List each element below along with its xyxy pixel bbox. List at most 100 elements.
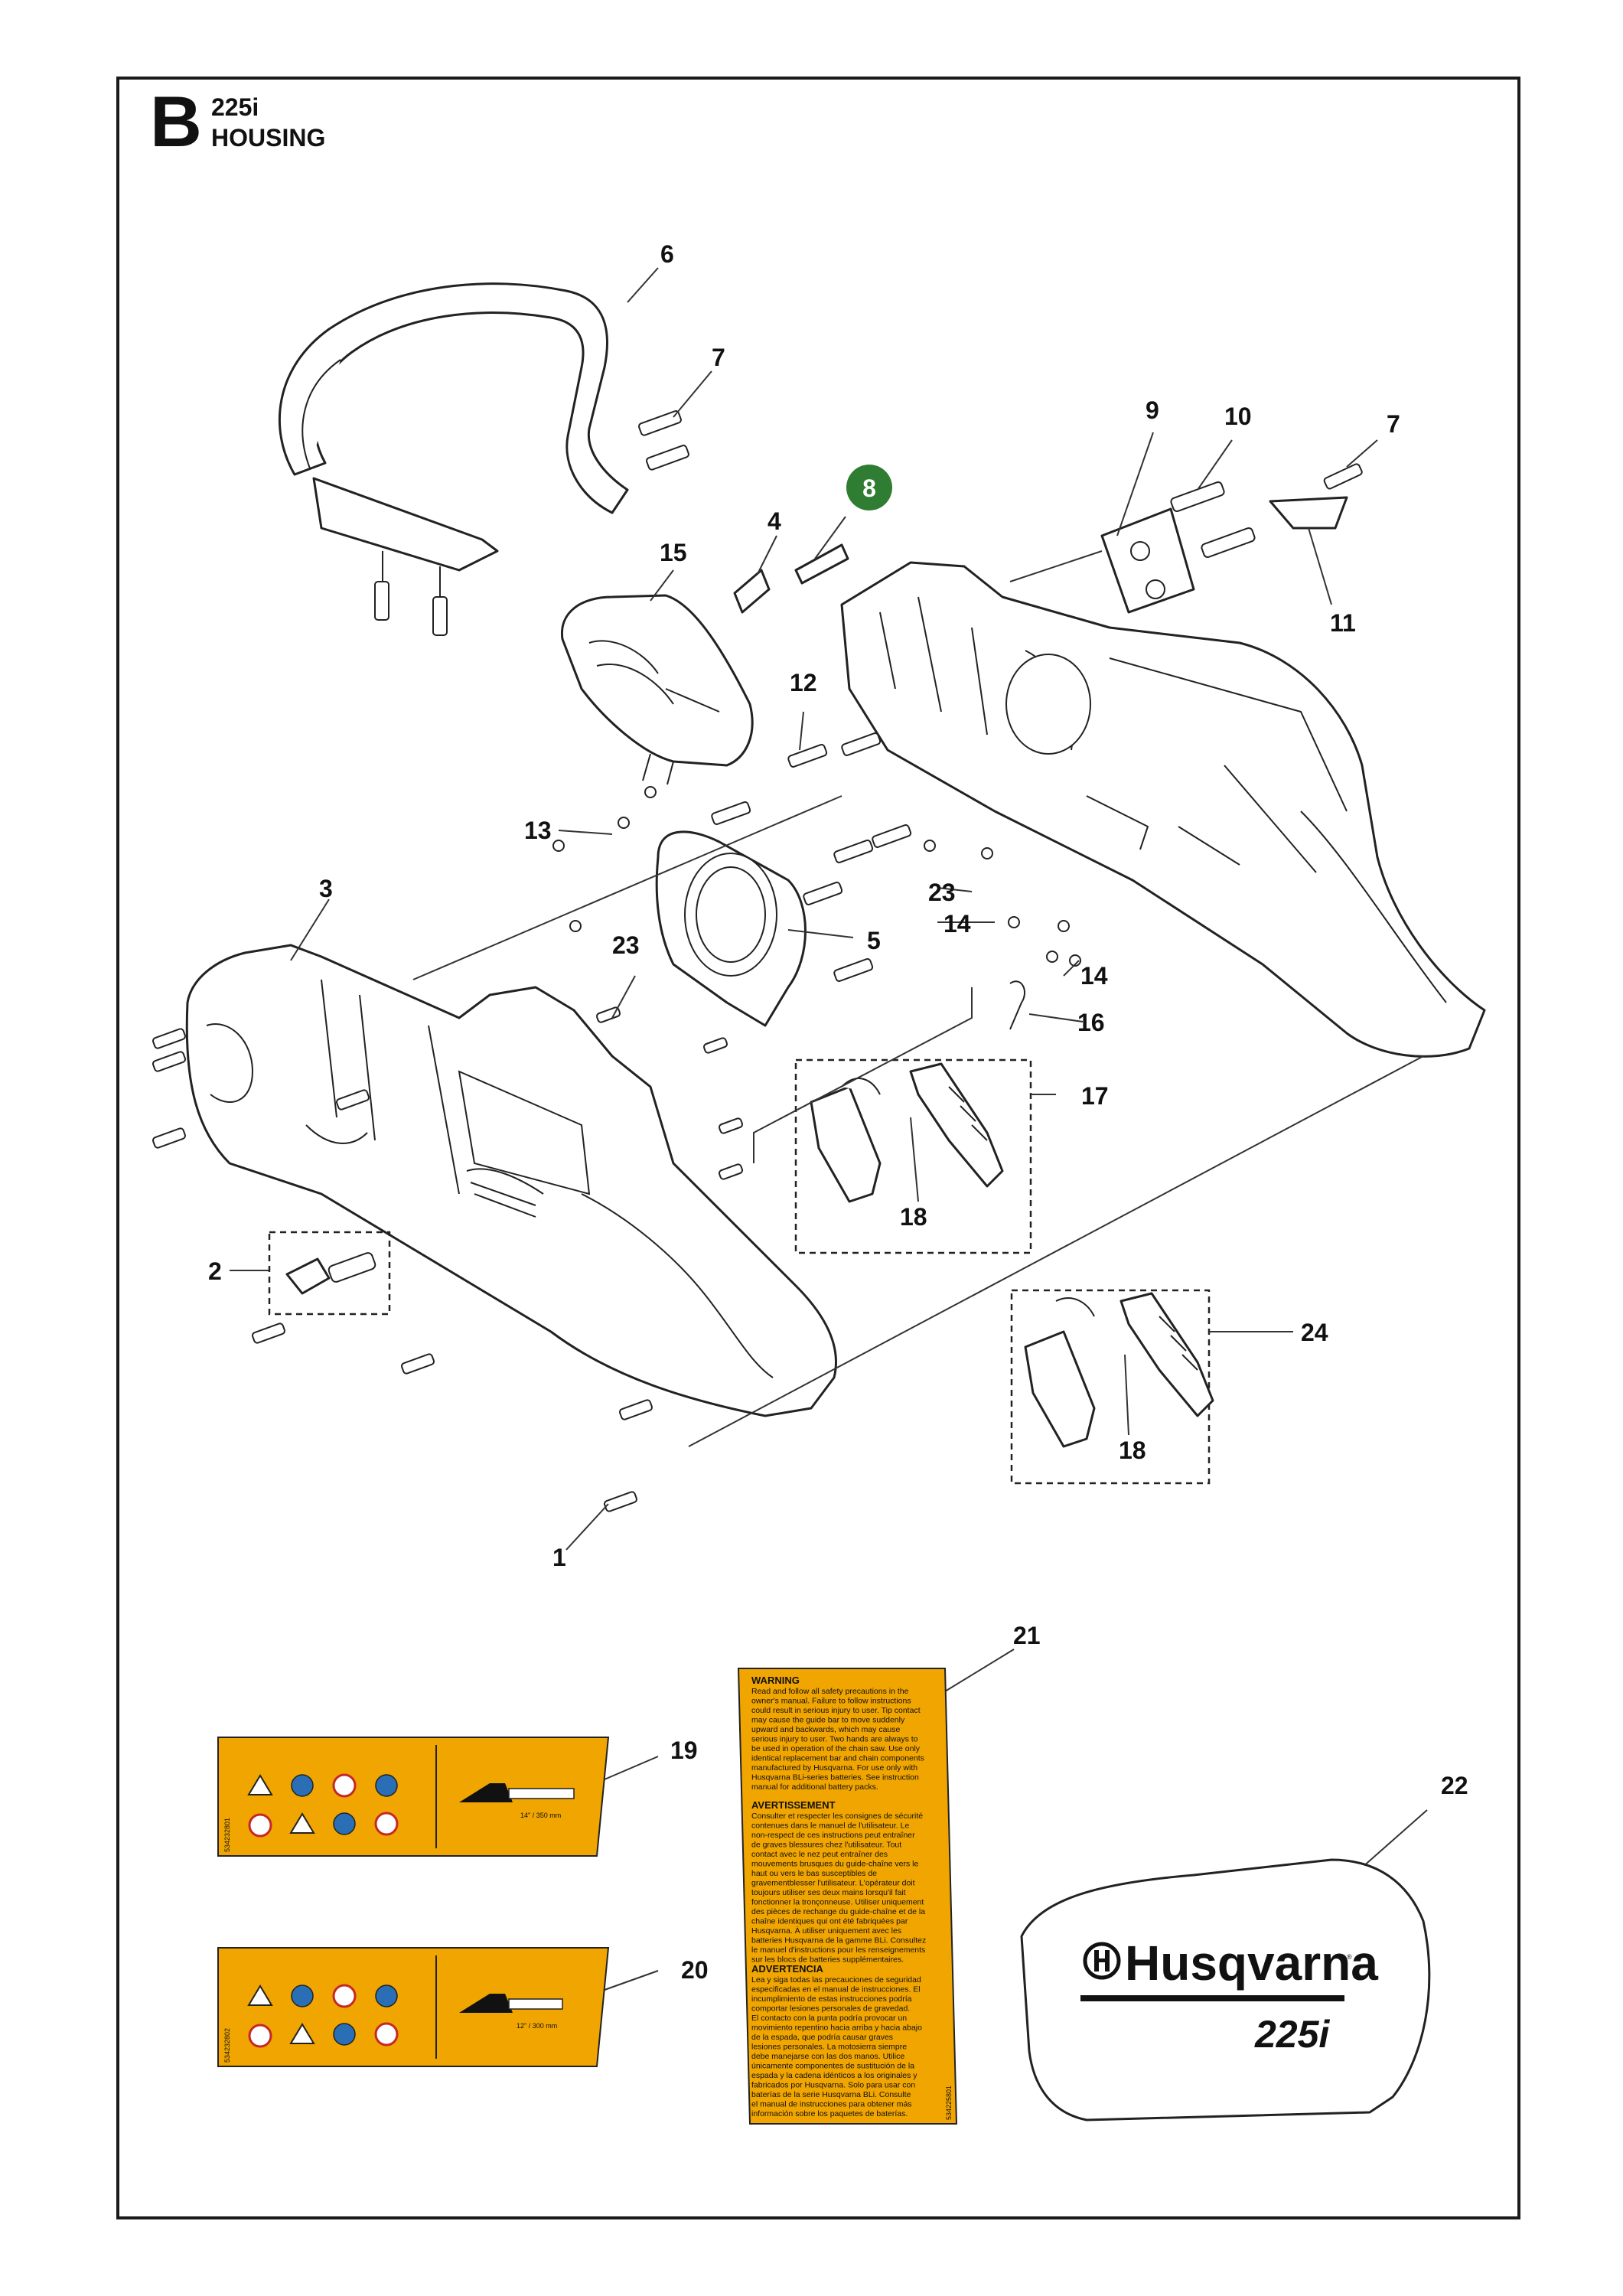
warning-text-en: Read and follow all safety precautions i…	[751, 1687, 924, 1792]
decal-22-brand-name: Husqvarna	[1125, 1936, 1378, 1991]
warning-line: movimiento repentino hacia arriba y haci…	[751, 2024, 922, 2033]
leader-lines	[230, 267, 1428, 1991]
part-8	[794, 543, 849, 585]
warning-line: chaîne identiques qui ont été fabriquées…	[751, 1917, 908, 1926]
decal-20: 12" / 300 mm 534232802	[217, 1947, 610, 2067]
warning-title-fr: AVERTISSEMENT	[751, 1799, 836, 1811]
warning-line: Husqvarna. À utiliser uniquement avec le…	[751, 1926, 901, 1936]
callout-7-right: 7	[1387, 410, 1400, 438]
decal-22-brand: Husqvarna ® 225i	[1020, 1858, 1431, 2122]
callout-14-left: 14	[943, 910, 971, 938]
callout-2: 2	[208, 1257, 222, 1285]
callout-21: 21	[1013, 1622, 1041, 1649]
highlight-marker	[846, 465, 892, 510]
callout-1: 1	[552, 1544, 566, 1571]
warning-line: contact avec le nez peut entraîner des	[751, 1850, 888, 1859]
front-handle	[278, 282, 629, 597]
callout-numbers: 6 7 9 10 7 11 4 15 12 13 3 23 5 23 14 14…	[208, 240, 1468, 1984]
warning-text-fr: Consulter et respecter les consignes de …	[751, 1812, 926, 1965]
warning-line: Husqvarna BLi-series batteries. See inst…	[751, 1773, 919, 1782]
callout-4: 4	[768, 507, 781, 535]
warning-title-es: ADVERTENCIA	[751, 1963, 824, 1975]
warning-line: toujours utiliser ses deux mains lorsqu'…	[751, 1888, 906, 1897]
warning-line: incumplimiento de estas instrucciones po…	[751, 1994, 912, 2004]
warning-line: baterías de la serie Husqvarna BLi. Cons…	[751, 2090, 911, 2099]
warning-line: únicamente componentes de sustitución de…	[751, 2062, 914, 2071]
callout-12: 12	[790, 669, 817, 696]
part-9-plate	[1100, 507, 1195, 614]
callout-22: 22	[1441, 1772, 1468, 1799]
callout-18-bottom: 18	[1119, 1437, 1146, 1464]
callout-15: 15	[660, 539, 687, 566]
callout-16: 16	[1077, 1009, 1105, 1036]
section-name: HOUSING	[211, 124, 326, 152]
front-housing	[185, 944, 838, 1417]
callout-5: 5	[867, 927, 881, 954]
warning-line: Consulter et respecter les consignes de …	[751, 1812, 923, 1821]
warning-line: le manuel d'instructions pour les rensei…	[751, 1945, 925, 1955]
decal-22-model: 225i	[1254, 2013, 1330, 2056]
motor-ring	[655, 830, 807, 1027]
decal-20-bar-label: 12" / 300 mm	[517, 2022, 557, 2030]
decal-22-trademark: ®	[1347, 1953, 1352, 1961]
callout-14-right: 14	[1080, 962, 1108, 990]
section-letter: B	[150, 81, 202, 161]
callout-13: 13	[524, 817, 552, 844]
warning-line: mouvements brusques du guide-chaîne vers…	[751, 1860, 918, 1869]
part-24-group	[1010, 1289, 1214, 1485]
warning-title-en: WARNING	[751, 1675, 800, 1686]
warning-line: Read and follow all safety precautions i…	[751, 1687, 909, 1696]
callout-23-left: 23	[612, 931, 640, 959]
callout-23-right: 23	[928, 879, 956, 906]
warning-line: fonctionner la tronçonneuse. Utiliser un…	[751, 1898, 924, 1907]
part-2-group	[268, 1231, 391, 1316]
screws	[152, 732, 1081, 1512]
warning-line: espada y la cadena idénticos a los origi…	[751, 2071, 917, 2080]
warning-line: may cause the guide bar to move suddenly	[751, 1716, 905, 1725]
warning-line: sur les blocs de batteries supplémentair…	[751, 1955, 904, 1965]
warning-text-es: Lea y siga todas las precauciones de seg…	[751, 1975, 922, 2118]
decal-20-code: 534232802	[223, 2028, 231, 2063]
callout-18-top: 18	[900, 1203, 927, 1231]
warning-line: debe manejarse con las dos manos. Utilic…	[751, 2052, 904, 2061]
warning-line: de la espada, que podría causar graves	[751, 2033, 893, 2042]
decal-19: 14" / 350 mm 534232801	[217, 1737, 610, 1857]
warning-line: identical replacement bar and chain comp…	[751, 1754, 924, 1763]
warning-line: non-respect de ces instructions peut ent…	[751, 1831, 915, 1840]
warning-line: el manual de instrucciones para obtener …	[751, 2100, 912, 2109]
husqvarna-logo-icon	[1083, 1942, 1121, 1980]
rear-housing	[840, 561, 1486, 1058]
warning-line: manual for additional battery packs.	[751, 1782, 878, 1792]
callout-3: 3	[319, 875, 333, 902]
part-17-group	[794, 1058, 1032, 1254]
decal-21-code: 534225801	[945, 2086, 953, 2120]
diagram-frame	[116, 77, 1520, 2219]
warning-line: comportar lesiones personales de graveda…	[751, 2004, 910, 2014]
warning-line: Lea y siga todas las precauciones de seg…	[751, 1975, 921, 1985]
callout-11: 11	[1330, 609, 1356, 637]
warning-line: contenues dans le manuel de l'utilisateu…	[751, 1821, 909, 1831]
warning-line: haut ou vers le bas susceptibles de	[751, 1869, 877, 1878]
warning-line: manufactured by Husqvarna. For use only …	[751, 1763, 917, 1773]
decal-19-bar-label: 14" / 350 mm	[520, 1812, 561, 1819]
callout-17: 17	[1081, 1082, 1109, 1110]
warning-line: batteries Husqvarna de la gamme BLi. Con…	[751, 1936, 926, 1945]
warning-line: owner's manual. Failure to follow instru…	[751, 1697, 911, 1706]
warning-line: lesiones personales. La motosierra siemp…	[751, 2043, 907, 2052]
top-cover	[560, 594, 754, 785]
decal-21-warning: WARNING Read and follow all safety preca…	[737, 1668, 958, 2125]
warning-line: gravementblesser l'utilisateur. L'opérat…	[751, 1879, 915, 1888]
warning-line: información sobre los paquetes de baterí…	[751, 2109, 908, 2118]
handle-screws	[374, 410, 689, 636]
callout-8: 8	[862, 475, 876, 502]
warning-line: El contacto con la punta podría provocar…	[751, 2014, 907, 2023]
decal-19-code: 534232801	[223, 1818, 231, 1852]
callout-24: 24	[1301, 1319, 1328, 1346]
callout-20: 20	[681, 1956, 709, 1984]
model-name: 225i	[211, 93, 259, 121]
callout-9: 9	[1146, 396, 1159, 424]
warning-line: fabricados por Husqvarna. Solo para usar…	[751, 2081, 915, 2090]
part-10-studs	[1170, 481, 1256, 559]
warning-line: be used in operation of the chain saw. U…	[751, 1744, 921, 1753]
